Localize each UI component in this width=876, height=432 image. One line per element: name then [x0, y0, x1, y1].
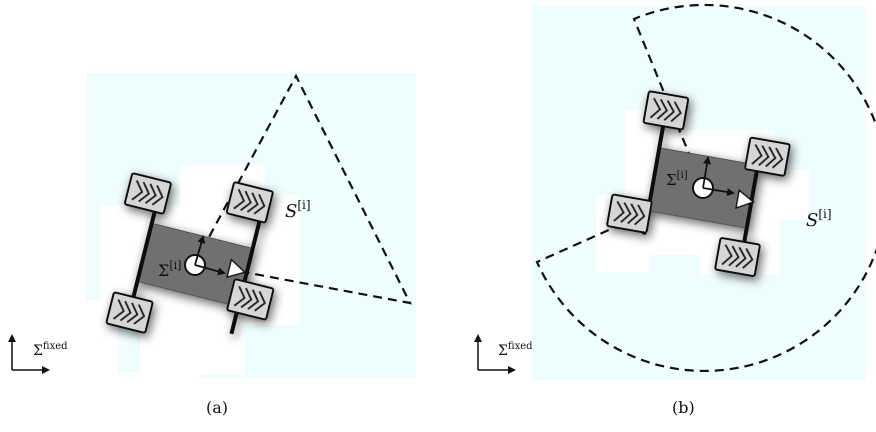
wheel-front-right-b: [743, 136, 791, 177]
heading-triangle-b: [735, 188, 755, 210]
robot-axis-y-b: [702, 156, 711, 189]
sensing-region-outline-a: [193, 73, 412, 305]
sensing-region-label-a: S[i]: [285, 198, 311, 222]
robot-axis-x-a: [194, 264, 226, 276]
robot-axis-x-b: [702, 187, 735, 196]
robot-axis-y-a: [194, 235, 206, 266]
wheel-rear-right-b: [714, 236, 762, 278]
fixed-frame-label-a: Σfixed: [33, 341, 68, 359]
axle-right-a: [229, 220, 262, 335]
heading-triangle-a: [225, 258, 247, 279]
caption-a: (a): [206, 398, 229, 417]
panel-b: Σ[i] S[i] Σfixed: [474, 3, 876, 380]
fixed-frame-label-b: Σfixed: [498, 341, 533, 359]
caption-b: (b): [672, 398, 695, 417]
robot-frame-label-a: Σ[i]: [158, 259, 181, 280]
robot-frame-label-b: Σ[i]: [666, 170, 688, 189]
panel-a: Σ[i] S[i] Σfixed: [8, 73, 416, 378]
axle-left-a: [128, 195, 161, 310]
wheel-rear-left-b: [605, 193, 653, 234]
sensing-region-label-b: S[i]: [806, 207, 832, 231]
wheel-front-left-b: [642, 90, 690, 131]
